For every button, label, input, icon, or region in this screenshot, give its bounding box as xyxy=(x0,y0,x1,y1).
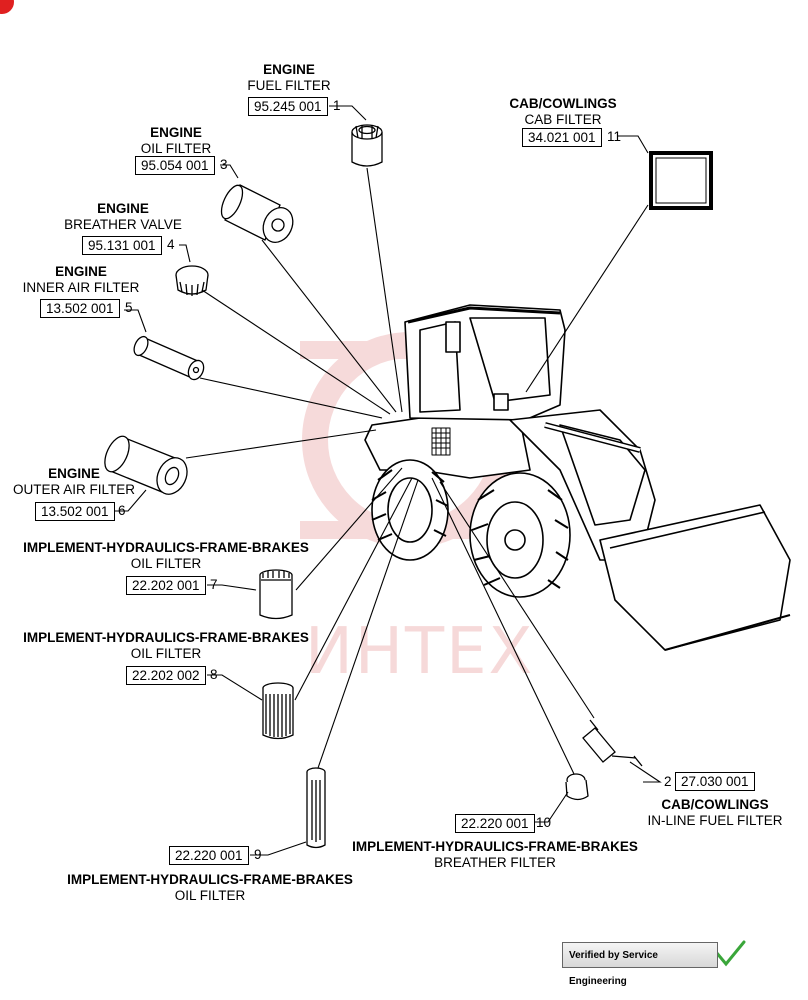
callout-index: 1 xyxy=(333,98,341,113)
part-oil-filter-8 xyxy=(262,682,294,740)
leader-lines xyxy=(113,105,662,856)
part-number-box[interactable]: 13.502 001 xyxy=(35,502,115,521)
callout-hydraulic-oil-filter-8: IMPLEMENT-HYDRAULICS-FRAME-BRAKES OIL FI… xyxy=(23,630,309,662)
callout-category: ENGINE xyxy=(97,201,149,216)
part-outer-air-filter-6 xyxy=(104,435,188,495)
callout-category: ENGINE xyxy=(263,62,315,77)
callout-index: 11 xyxy=(607,129,622,144)
part-number-box[interactable]: 95.054 001 xyxy=(135,156,215,175)
callout-description: OIL FILTER xyxy=(130,646,202,661)
callout-description: OIL FILTER xyxy=(130,556,202,571)
callout-hydraulic-oil-filter-7: IMPLEMENT-HYDRAULICS-FRAME-BRAKES OIL FI… xyxy=(23,540,309,572)
part-number-box[interactable]: 22.202 002 xyxy=(126,666,206,685)
callout-outer-air-filter: ENGINE OUTER AIR FILTER xyxy=(13,466,135,498)
part-number-box[interactable]: 95.245 001 xyxy=(248,97,328,116)
part-number-box[interactable]: 13.502 001 xyxy=(40,299,120,318)
part-inner-air-filter-5 xyxy=(133,335,205,381)
part-number-box[interactable]: 22.220 001 xyxy=(169,846,249,865)
callout-category: ENGINE xyxy=(48,466,100,481)
part-number-box[interactable]: 95.131 001 xyxy=(82,236,162,255)
part-oil-filter-9 xyxy=(306,767,326,849)
callout-cab-filter: CAB/COWLINGS CAB FILTER xyxy=(509,96,616,128)
callout-index: 2 xyxy=(664,774,672,789)
callout-category: ENGINE xyxy=(55,264,107,279)
wheel-loader-illustration xyxy=(364,304,791,651)
callout-category: IMPLEMENT-HYDRAULICS-FRAME-BRAKES xyxy=(23,630,309,645)
callout-category: CAB/COWLINGS xyxy=(509,96,617,111)
callout-description: IN-LINE FUEL FILTER xyxy=(647,813,783,828)
part-fuel-filter-1 xyxy=(351,124,383,167)
part-in-line-fuel-filter-2 xyxy=(582,719,643,767)
part-number-box[interactable]: 27.030 001 xyxy=(675,772,755,791)
part-oil-filter-3 xyxy=(220,184,294,244)
callout-breather-valve: ENGINE BREATHER VALVE xyxy=(64,201,182,233)
callout-index: 5 xyxy=(125,300,133,315)
part-breather-filter-10 xyxy=(565,773,589,801)
callout-category: IMPLEMENT-HYDRAULICS-FRAME-BRAKES xyxy=(352,839,638,854)
callout-category: IMPLEMENT-HYDRAULICS-FRAME-BRAKES xyxy=(23,540,309,555)
callout-description: OUTER AIR FILTER xyxy=(12,482,136,497)
callout-description: BREATHER FILTER xyxy=(434,855,556,870)
callout-description: BREATHER VALVE xyxy=(64,217,182,232)
callout-in-line-fuel-filter: CAB/COWLINGS IN-LINE FUEL FILTER xyxy=(647,797,782,829)
callout-category: IMPLEMENT-HYDRAULICS-FRAME-BRAKES xyxy=(67,872,353,887)
engine-grille xyxy=(431,427,451,456)
callout-index: 3 xyxy=(220,157,228,172)
callout-inner-air-filter: ENGINE INNER AIR FILTER xyxy=(23,264,140,296)
part-number-box[interactable]: 34.021 001 xyxy=(522,128,602,147)
callout-description: OIL FILTER xyxy=(174,888,246,903)
callout-index: 6 xyxy=(118,503,126,518)
callout-oil-filter-engine: ENGINE OIL FILTER xyxy=(141,125,212,157)
verified-badge: Verified by Service Engineering xyxy=(562,942,718,987)
part-cab-filter-11 xyxy=(649,151,713,210)
callout-index: 9 xyxy=(254,847,262,862)
callout-fuel-filter: ENGINE FUEL FILTER xyxy=(247,62,330,94)
callout-index: 8 xyxy=(210,667,218,682)
callout-breather-filter: IMPLEMENT-HYDRAULICS-FRAME-BRAKES BREATH… xyxy=(352,839,638,871)
callout-index: 4 xyxy=(167,237,175,252)
callout-description: INNER AIR FILTER xyxy=(22,280,140,295)
callout-description: OIL FILTER xyxy=(140,141,212,156)
callout-index: 7 xyxy=(210,577,218,592)
callout-index: 10 xyxy=(536,815,552,830)
part-breather-valve-4 xyxy=(175,265,209,296)
part-number-box[interactable]: 22.202 001 xyxy=(126,576,206,595)
part-number-box[interactable]: 22.220 001 xyxy=(455,814,535,833)
callout-description: FUEL FILTER xyxy=(247,78,331,93)
callout-hydraulic-oil-filter-9: IMPLEMENT-HYDRAULICS-FRAME-BRAKES OIL FI… xyxy=(67,872,353,904)
callout-description: CAB FILTER xyxy=(524,112,602,127)
verified-check-icon xyxy=(714,940,746,967)
callout-category: CAB/COWLINGS xyxy=(661,797,769,812)
part-oil-filter-7 xyxy=(259,569,293,620)
callout-category: ENGINE xyxy=(150,125,202,140)
watermark-text: ИНТЕХ xyxy=(305,615,535,689)
